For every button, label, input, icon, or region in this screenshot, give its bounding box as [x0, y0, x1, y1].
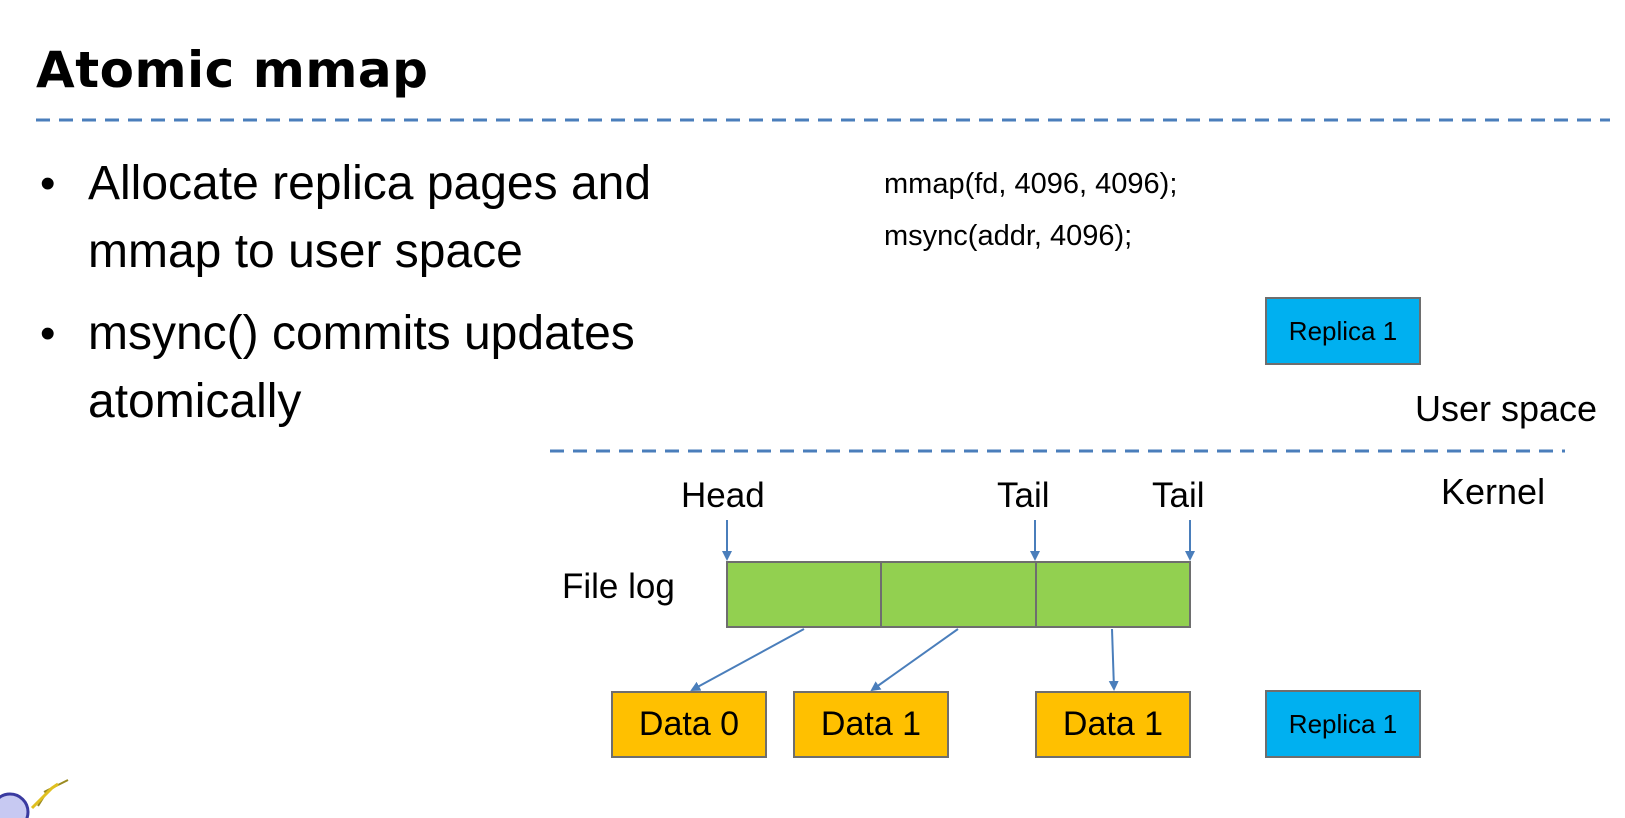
file-log — [726, 561, 1191, 628]
data-block-2: Data 1 — [1035, 691, 1191, 758]
bullet-item: • Allocate replica pages and mmap to use… — [40, 150, 780, 286]
kernel-label: Kernel — [1441, 471, 1546, 512]
head-pointer-label: Head — [681, 476, 765, 515]
log-entry — [726, 561, 883, 628]
data-block-1: Data 1 — [793, 691, 949, 758]
tail-new-pointer-label: Tail — [1152, 476, 1205, 515]
replica-page-kernel: Replica 1 — [1265, 690, 1421, 758]
replica-page-user: Replica 1 — [1265, 297, 1421, 365]
bullet-item: • msync() commits updates atomically — [40, 300, 780, 436]
log-entry — [882, 561, 1037, 628]
bullet-dot-icon: • — [40, 309, 56, 358]
code-line-msync: msync(addr, 4096); — [884, 220, 1133, 252]
log-entry-0-to-data-arrow — [690, 628, 805, 691]
user-space-label: User space — [1415, 388, 1598, 429]
file-log-label: File log — [562, 567, 675, 606]
bullet-list: • Allocate replica pages and mmap to use… — [40, 150, 780, 450]
slide-title: Atomic mmap — [36, 41, 429, 99]
log-entry-2-to-data-arrow — [1108, 628, 1119, 691]
data-block-0: Data 0 — [611, 691, 767, 758]
logo-icon — [0, 779, 69, 818]
bullet-text: Allocate replica pages and mmap to user … — [88, 157, 652, 278]
code-snippet: mmap(fd, 4096, 4096); msync(addr, 4096); — [884, 158, 1177, 262]
bullet-text: msync() commits updates atomically — [88, 307, 635, 428]
log-entry — [1036, 561, 1191, 628]
bullet-dot-icon: • — [40, 159, 56, 208]
log-entry-1-to-data-arrow — [870, 628, 959, 692]
code-line-mmap: mmap(fd, 4096, 4096); — [884, 168, 1178, 200]
tail-old-pointer-label: Tail — [997, 476, 1050, 515]
